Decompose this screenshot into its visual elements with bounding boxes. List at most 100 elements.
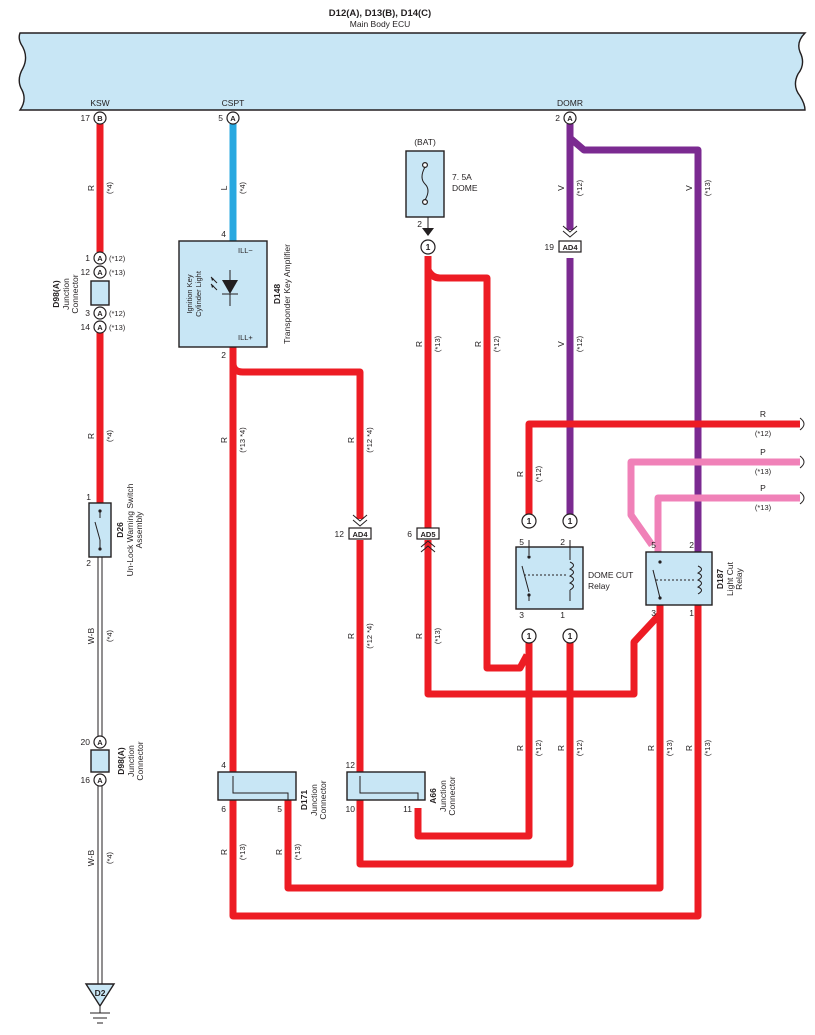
d187-pin-1: 1	[689, 608, 694, 618]
label-d187-3-color: R	[646, 745, 656, 751]
ad4-mid-pin: 12	[335, 529, 345, 539]
label-d171-5-note: (*13)	[293, 843, 302, 860]
fuse-pin: 2	[417, 219, 422, 229]
label-wb2-note: (*4)	[105, 851, 114, 864]
dome-cut-conn-2: 1	[568, 516, 573, 526]
fuse-rating: 7. 5A	[452, 172, 472, 182]
d148-part1: Ignition Key	[185, 274, 194, 313]
a66-pin-11: 11	[403, 804, 412, 814]
main-body-ecu-box	[18, 32, 807, 111]
d98-top-note-2: (*13)	[109, 268, 126, 277]
label-a66-mid-note: (*12 *4)	[365, 623, 374, 649]
d98-top-name2: Connector	[70, 274, 80, 313]
label-wb1-note: (*4)	[105, 629, 114, 642]
label-ad4-v-color: V	[556, 341, 566, 347]
d148-pin-in: 4	[221, 229, 226, 239]
label-domr-color: V	[556, 185, 566, 191]
d148-name: Transponder Key Amplifier	[282, 244, 292, 344]
label-a66-mid-color: R	[346, 633, 356, 639]
d148-code: D148	[272, 284, 282, 305]
wire-d187-pin3-loop	[284, 605, 664, 892]
d26-pin-top: 1	[86, 492, 91, 502]
d148-part2: Cylinder Light	[194, 270, 203, 317]
d26-code: D26	[115, 522, 125, 538]
d26-name1: Un-Lock Warning Switch	[125, 483, 135, 576]
d98-bottom-pin-20: 20	[81, 737, 91, 747]
ad5-connector	[416, 527, 440, 553]
d187-name2: Relay	[734, 567, 744, 589]
d98-top-pin-14: 14	[81, 322, 91, 332]
d26-pin-bottom: 2	[86, 558, 91, 568]
label-d171-6-color: R	[219, 849, 229, 855]
dome-cut-conn-1: 1	[527, 516, 532, 526]
d171-pin-6: 6	[221, 804, 226, 814]
d98-top-pin-a4: A	[97, 323, 103, 332]
terminal-ksw: KSW	[90, 98, 109, 108]
fuse-bat: (BAT)	[414, 137, 436, 147]
label-dome3-color: R	[515, 745, 525, 751]
dome-cut-name2: Relay	[588, 581, 610, 591]
d98-top-pin-a1: A	[97, 254, 103, 263]
wire-d148-to-a66	[229, 362, 364, 519]
ad5-pin: 6	[407, 529, 412, 539]
d171-name2: Connector	[318, 780, 328, 819]
dome-cut-pin-5: 5	[519, 537, 524, 547]
label-ad5-down-note: (*13)	[433, 627, 442, 644]
a66-pin-12: 12	[346, 760, 356, 770]
wire-ad5-to-d187	[424, 540, 663, 698]
ad4-top-label: AD4	[562, 243, 578, 252]
right-wire-2-note: (*13)	[755, 467, 772, 476]
d26-name2: Assembly	[134, 511, 144, 549]
ecu-pin-ksw-letter: B	[97, 114, 103, 123]
d187-pin-5: 5	[651, 540, 656, 550]
label-dome1-color: R	[556, 745, 566, 751]
d171-code: D171	[299, 790, 309, 811]
d98-bottom-pin-a1: A	[97, 738, 103, 747]
label-d187-1-note: (*13)	[703, 739, 712, 756]
d98-top-pin-3: 3	[85, 308, 90, 318]
ecu-pin-cspt-letter: A	[230, 114, 236, 123]
d98-bottom-pin-a2: A	[97, 776, 103, 785]
dome-cut-relay	[515, 513, 584, 644]
label-ksw-color: R	[86, 185, 96, 191]
label-fuse-ad5-note: (*13)	[433, 335, 442, 352]
terminal-cspt: CSPT	[222, 98, 245, 108]
right-wire-3-note: (*13)	[755, 503, 772, 512]
right-wire-3-color: P	[760, 483, 766, 493]
label-d171-5-color: R	[274, 849, 284, 855]
dome-cut-conn-3: 1	[527, 631, 532, 641]
label-domr-branch-color: V	[684, 185, 694, 191]
d98-top-pin-a3: A	[97, 309, 103, 318]
ecu-codes: D12(A), D13(B), D14(C)	[329, 8, 431, 19]
label-fuse-dome-color: R	[473, 341, 483, 347]
label-fuse-ad5-color: R	[414, 341, 424, 347]
d98-top-pin-a2: A	[97, 268, 103, 277]
label-wb2-color: W-B	[86, 849, 96, 866]
d98-top-name1: Junction	[61, 278, 71, 310]
dome-cut-pin-1: 1	[560, 610, 565, 620]
wire-pink-top	[627, 458, 800, 548]
a66-junction	[346, 771, 426, 801]
label-domr-note: (*12)	[575, 179, 584, 196]
d98-bottom-name1: Junction	[126, 745, 136, 777]
label-ad4-v-note: (*12)	[575, 335, 584, 352]
ecu-pin-domr-letter: A	[567, 114, 573, 123]
d98-bottom-pin-16: 16	[81, 775, 91, 785]
right-wire-2-color: P	[760, 447, 766, 457]
label-ksw2-note: (*4)	[105, 429, 114, 442]
label-ad5-down-color: R	[414, 633, 424, 639]
d171-name1: Junction	[309, 784, 319, 816]
label-a66-in-color: R	[346, 437, 356, 443]
d171-pin-4: 4	[221, 760, 226, 770]
d171-pin-5: 5	[277, 804, 282, 814]
d187-pin-2: 2	[689, 540, 694, 550]
ecu-pin-cspt-num: 5	[218, 113, 223, 123]
d98-top-note-4: (*13)	[109, 323, 126, 332]
fuse-name: DOME	[452, 183, 478, 193]
a66-name1: Junction	[438, 780, 448, 812]
d187-name1: Light Cut	[725, 561, 735, 596]
d187-light-cut-relay	[645, 551, 713, 606]
ad5-label: AD5	[420, 530, 435, 539]
label-d171-6-note: (*13)	[238, 843, 247, 860]
right-wire-1-color: R	[760, 409, 766, 419]
